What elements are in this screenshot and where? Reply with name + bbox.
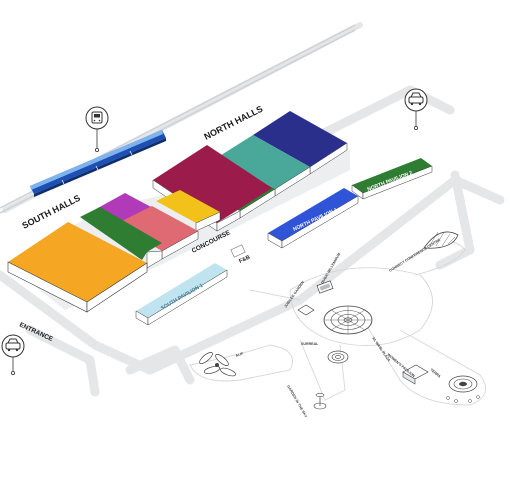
garden-in-the-sky-tower[interactable] — [313, 393, 327, 410]
entrance-label: ENTRANCE — [18, 321, 54, 343]
fnb-kiosk[interactable]: F&B — [230, 244, 251, 265]
north-halls[interactable] — [152, 111, 348, 232]
surreal-fountain[interactable] — [327, 350, 349, 364]
conference-centre-building[interactable] — [423, 231, 459, 249]
garden-in-the-sky-label: GARDEN IN THE SKY — [286, 385, 308, 419]
jubilee-garden-building[interactable] — [297, 304, 315, 316]
al-wasl-dome[interactable] — [323, 305, 373, 335]
south-pavilion-1[interactable]: SOUTH PAVILION 1 — [135, 263, 228, 326]
metro-icon — [91, 111, 103, 124]
south-halls[interactable] — [7, 190, 221, 313]
parking-pin-north[interactable] — [404, 88, 428, 131]
car-icon — [408, 92, 424, 106]
metro-train — [30, 130, 166, 197]
connect-conference-label: CONNECT CONFERENCE CENTRE — [388, 238, 441, 273]
south-hall-orange[interactable] — [7, 222, 148, 313]
fnb-label: F&B — [238, 255, 251, 265]
dubai-millennium-building[interactable] — [316, 280, 334, 294]
north-pavilion-2[interactable]: NORTH PAVILION 2 — [351, 158, 433, 200]
metro-pin[interactable] — [85, 106, 109, 152]
alif-label: ALIF — [235, 351, 245, 358]
alif-building[interactable] — [198, 351, 237, 378]
womens-pavilion-building[interactable] — [402, 364, 429, 385]
terra-building[interactable] — [446, 375, 480, 403]
parking-pin-south[interactable] — [1, 334, 25, 375]
surreal-label: SURREAL — [301, 342, 319, 346]
south-hall-yellow[interactable] — [156, 190, 221, 232]
road-network — [0, 22, 505, 397]
al-wasl-plaza-label: AL WASL PLAZA — [371, 336, 391, 362]
car-icon — [5, 338, 21, 352]
terra-label: TERRA — [429, 368, 441, 379]
